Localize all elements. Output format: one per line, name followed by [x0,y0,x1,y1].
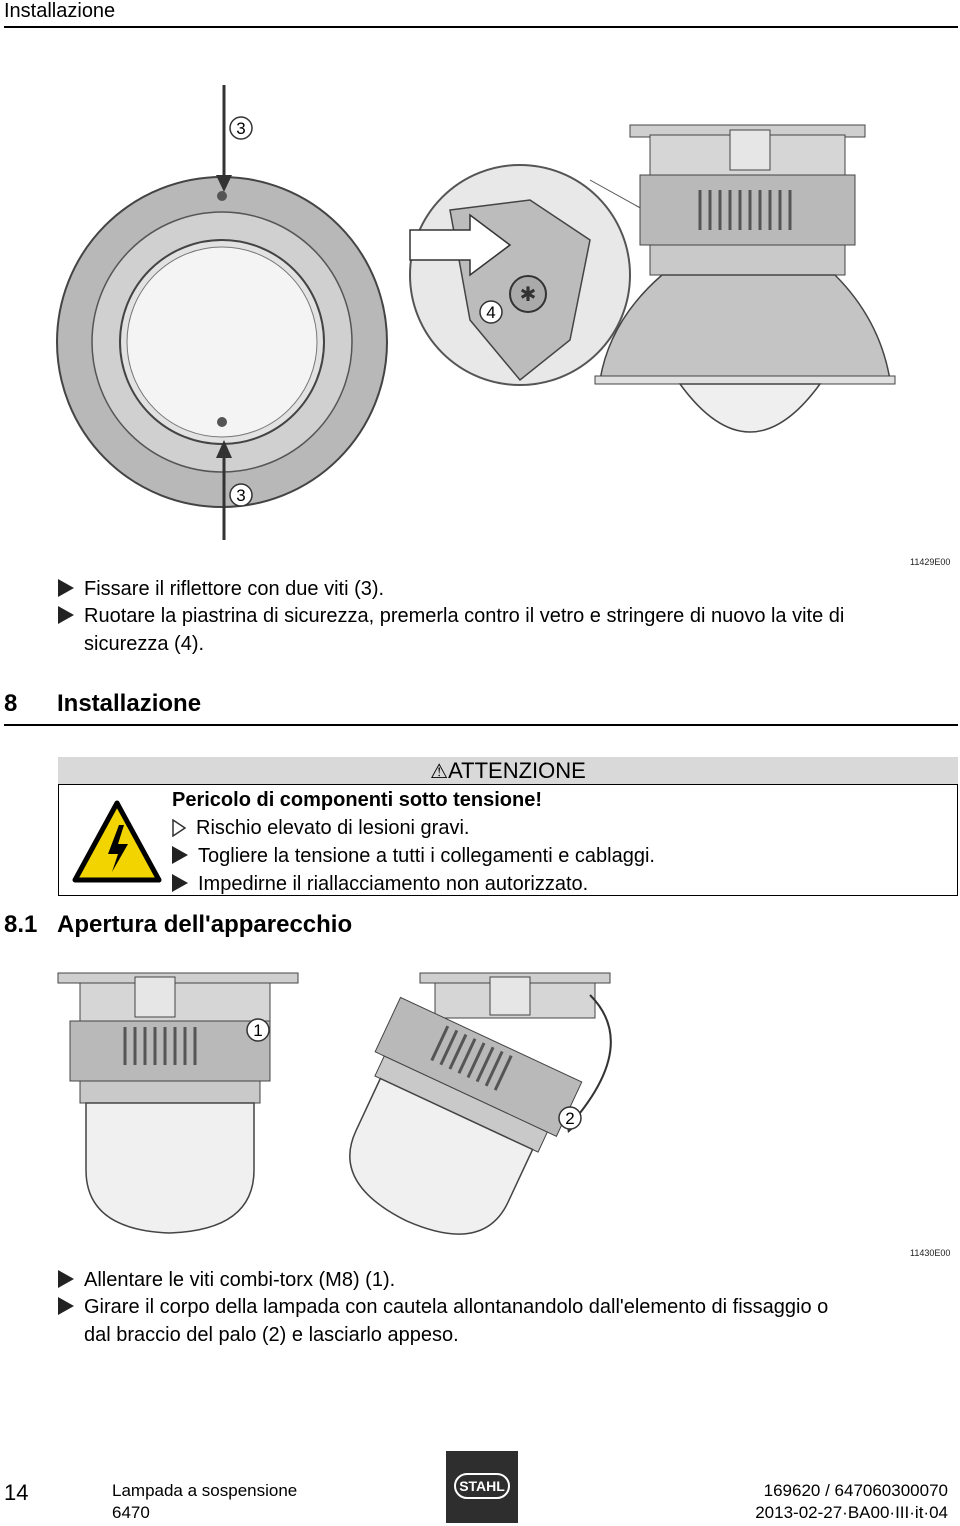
footer-model: 6470 [112,1503,150,1522]
step-text: Ruotare la piastrina di sicurezza, preme… [84,605,845,627]
step-bullet-icon [58,1297,74,1315]
step-loosen-screws: Allentare le viti combi-torx (M8) (1). [58,1266,958,1294]
consequence-triangle-icon [172,819,186,837]
step-bullet-icon [172,846,188,864]
warning-heading: ⚠ATTENZIONE [58,757,958,785]
reflector-top-view [56,176,388,508]
svg-text:✱: ✱ [520,284,537,306]
step-rotate-plate: Ruotare la piastrina di sicurezza, preme… [58,602,958,630]
logo-text: STAHL [454,1473,510,1499]
step-bullet-icon [172,874,188,892]
warning-consequence: Rischio elevato di lesioni gravi. [172,814,655,842]
callout-2: 2 [565,1109,574,1128]
detail-zoom: ✱ 4 [409,164,631,386]
callout-3-top: 3 [236,119,245,138]
lamp-side-view [594,124,896,433]
footer-product: Lampada a sospensione [112,1481,298,1500]
section-title: Installazione [57,690,202,717]
callout-3-bottom: 3 [236,486,245,505]
step-bullet-icon [58,606,74,624]
step-bullet-icon [58,1270,74,1288]
warning-action: Impedirne il riallacciamento non autoriz… [172,870,655,898]
step-fix-reflector: Fissare il riflettore con due viti (3). [58,575,958,603]
figure-open-lamp: 1 2 [57,972,612,1235]
stahl-logo: STAHL [446,1451,518,1523]
section-rule [4,724,958,726]
lamp-tilted: 2 [349,972,612,1235]
callout-1: 1 [253,1021,262,1040]
step-text: Girare il corpo della lampada con cautel… [84,1296,829,1318]
footer-doc-date: 2013-02-27·BA00·III·it·04 [755,1503,948,1522]
footer-doc-number: 169620 / 647060300070 [763,1481,948,1500]
figure-code: 11429E00 [910,557,951,567]
step-text: Allentare le viti combi-torx (M8) (1). [84,1269,396,1291]
figure-reflector-fixing: 3 3 ✱ 4 [56,85,896,540]
warning-action: Togliere la tensione a tutti i collegame… [172,842,655,870]
high-voltage-icon [72,800,162,883]
subsection-title: Apertura dell'apparecchio [57,911,353,938]
step-text: Fissare il riflettore con due viti (3). [84,578,385,600]
warning-triangle-icon: ⚠ [430,761,449,783]
lamp-closed: 1 [57,972,299,1234]
warning-body: Pericolo di componenti sotto tensione! R… [172,786,655,898]
step-bullet-icon [58,579,74,597]
figure-code: 11430E00 [910,1248,951,1258]
page-number: 14 [4,1480,29,1505]
step-turn-lamp: Girare il corpo della lampada con cautel… [58,1293,958,1321]
callout-4: 4 [486,303,495,322]
subsection-number: 8.1 [4,911,38,938]
step-rotate-plate-cont: sicurezza (4). [84,633,205,655]
step-turn-lamp-cont: dal braccio del palo (2) e lasciarlo app… [84,1324,459,1346]
section-number: 8 [4,690,18,717]
warning-hazard: Pericolo di componenti sotto tensione! [172,789,543,811]
header-rule [4,26,958,28]
running-header: Installazione [4,0,116,22]
